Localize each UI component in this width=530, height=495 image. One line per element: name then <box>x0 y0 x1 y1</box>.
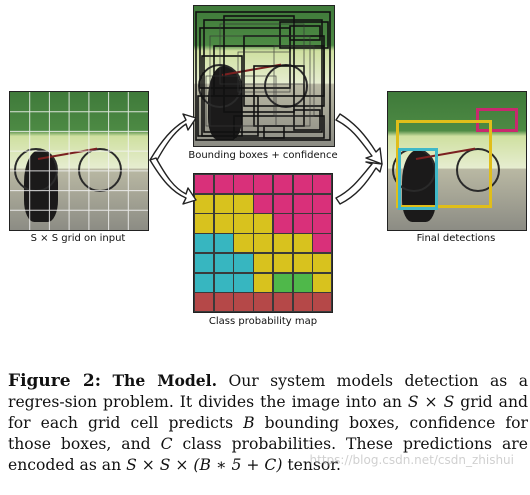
class-probability-map <box>193 173 333 313</box>
input-grid-image <box>9 91 149 231</box>
caption-math-b: B <box>243 414 255 432</box>
figure-label: Figure 2: <box>8 371 102 391</box>
class-cell-pink <box>312 174 332 195</box>
class-cell-cyan <box>213 252 234 274</box>
caption-text-2: grid and for each grid cell predicts <box>8 393 528 432</box>
bounding-boxes-label: Bounding boxes + confidence <box>188 150 338 161</box>
class-cell-pink <box>253 193 274 214</box>
caption-text-4: class probabilities. These predictions a… <box>8 435 528 474</box>
class-cell-yellow <box>253 233 274 254</box>
class-cell-pink <box>272 193 294 214</box>
class-cell-yellow <box>194 193 215 214</box>
final-detections-label: Final detections <box>416 233 496 244</box>
class-cell-yellow <box>253 272 274 293</box>
caption-math-tensor: S × S × (B ∗ 5 + C) <box>126 456 283 474</box>
class-cell-yellow <box>233 233 254 254</box>
bike-front-wheel <box>264 64 308 108</box>
bike-front-wheel <box>456 148 500 192</box>
class-cell-pink <box>292 213 313 234</box>
caption-text-3: bounding boxes, confidence for those box… <box>8 414 528 453</box>
caption-text-5: tensor. <box>282 456 341 474</box>
class-cell-cyan <box>233 272 254 293</box>
class-cell-red <box>213 292 234 312</box>
class-cell-pink <box>272 174 294 195</box>
bounding-boxes-image <box>193 5 335 147</box>
class-cell-cyan <box>194 233 215 254</box>
class-cell-pink <box>253 174 274 195</box>
class-cell-pink <box>312 213 332 234</box>
class-cell-cyan <box>233 252 254 274</box>
class-cell-pink <box>194 174 215 195</box>
watermark-text: https://blog.csdn.net/csdn_zhishui <box>309 453 514 467</box>
class-cell-red <box>292 292 313 312</box>
class-cell-yellow <box>233 193 254 214</box>
bike-front-wheel <box>78 148 122 192</box>
class-cell-yellow <box>312 272 332 293</box>
class-cell-yellow <box>312 252 332 274</box>
class-cell-yellow <box>233 213 254 234</box>
class-cell-pink <box>233 174 254 195</box>
class-cell-green <box>292 272 313 293</box>
class-cell-red <box>194 292 215 312</box>
grid-input-label: S × S grid on input <box>30 233 126 244</box>
class-cell-cyan <box>194 252 215 274</box>
class-cell-pink <box>272 213 294 234</box>
class-probability-grid <box>194 174 332 312</box>
class-cell-yellow <box>272 233 294 254</box>
caption-text-1: Our system models detection as a regres-… <box>8 372 528 411</box>
class-cell-yellow <box>213 193 234 214</box>
class-cell-pink <box>312 193 332 214</box>
class-cell-yellow <box>292 233 313 254</box>
class-cell-pink <box>292 174 313 195</box>
caption-math-grid: S × S <box>407 393 455 411</box>
class-cell-red <box>233 292 254 312</box>
class-cell-red <box>253 292 274 312</box>
caption-math-c: C <box>160 435 173 453</box>
class-cell-pink <box>312 233 332 254</box>
class-cell-cyan <box>213 233 234 254</box>
class-map-label: Class probability map <box>208 316 318 327</box>
dog-detection-box <box>398 148 438 210</box>
class-cell-cyan <box>194 272 215 293</box>
class-cell-pink <box>292 193 313 214</box>
class-cell-yellow <box>194 213 215 234</box>
class-cell-green <box>272 272 294 293</box>
class-cell-yellow <box>292 252 313 274</box>
class-cell-pink <box>213 174 234 195</box>
figure-title: The Model. <box>112 371 218 390</box>
class-cell-cyan <box>213 272 234 293</box>
class-cell-yellow <box>213 213 234 234</box>
class-cell-yellow <box>272 252 294 274</box>
final-detections-image <box>387 91 527 231</box>
class-cell-red <box>312 292 332 312</box>
class-cell-yellow <box>253 213 274 234</box>
figure-caption: Figure 2: The Model. Our system models d… <box>8 370 528 476</box>
bicycle-detection-box <box>396 120 492 208</box>
class-cell-red <box>272 292 294 312</box>
class-cell-yellow <box>253 252 274 274</box>
